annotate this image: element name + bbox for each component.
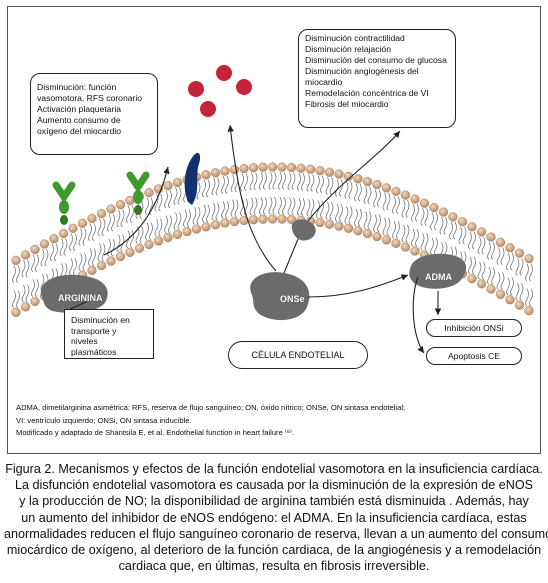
green-receptor-icon [52,181,76,225]
transport-line: transporte y [71,325,117,336]
transport-line: Disminución en [71,315,130,325]
cell-membrane [11,162,534,317]
caption-line: cardiaca que, en últimas, resulta en fib… [118,559,430,574]
cell-label: CÉLULA ENDOTELIAL [228,341,368,369]
caption-line: un aumento del inhibidor de eNOS endógen… [21,510,527,525]
right-effects-line: Disminución relajación [305,44,391,54]
endothelial-diagram [11,65,534,354]
right-effects-line: Disminución del consumo de glucosa [305,55,447,65]
caption-line: Figura 2. Mecanismos y efectos de la fun… [5,462,543,476]
left-effects-line: vasomotora, RFS coronario [37,93,143,103]
pathway-arrows [69,124,442,354]
small-blob [291,219,316,241]
figure-panel: Disminución: función vasomotora, RFS cor… [7,6,541,454]
red-molecules-icon [188,65,252,117]
left-effects-box: Disminución: función vasomotora, RFS cor… [30,73,158,155]
right-effects-line: Disminución angiogénesis del [305,66,419,76]
right-effects-line: Disminución contractilidad [305,33,405,43]
onse-label: ONSe [280,294,305,304]
adma-blob [409,253,467,289]
transport-line: plasmáticos [71,346,117,357]
onse-blob [250,272,310,321]
abbreviations: ADMA, dimetilarginina asimétrica; RFS, r… [16,402,536,440]
left-effects-line: Activación plaquetaria [37,104,122,114]
caption-line: anormalidades reducen el flujo sanguíneo… [4,526,548,541]
abbreviations-line: Modificado y adaptado de Shantsila E, et… [16,428,294,437]
inhibicion-onsi-label: Inhibición ONSi [426,319,522,337]
right-effects-line: Fibrosis del miocardio [305,99,389,109]
adma-label: ADMA [425,272,452,282]
caption-line: y la producción de NO; la disponibilidad… [19,494,529,509]
left-effects-line: Disminución: función [37,82,117,92]
right-effects-line: miocardio [305,77,343,87]
figure-caption: Figura 2. Mecanismos y efectos de la fun… [4,461,548,574]
abbreviations-line: VI: ventrículo izquierdo; ONSi, ON sinta… [16,415,192,425]
arginina-label: ARGININA [58,293,103,303]
caption-line: miocárdico de oxígeno, al deterioro de l… [6,543,542,558]
arginina-blob [40,274,108,313]
right-effects-line: Remodelación concéntrica de VI [305,88,429,98]
left-effects-line: oxígeno del miocardio [37,126,122,136]
abbreviations-line: ADMA, dimetilarginina asimétrica; RFS, r… [16,403,406,412]
right-effects-box: Disminución contractilidad Disminución r… [298,29,456,128]
blue-receptor-icon [184,152,201,205]
left-effects-line: Aumento consumo de [37,115,121,125]
caption-line: La disfunción endotelial vasomotora es c… [14,478,534,493]
apoptosis-label: Apoptosis CE [426,347,522,365]
transport-box: Disminución en transporte y niveles plas… [64,309,154,359]
transport-line: niveles [71,336,98,346]
green-receptor-icon [126,171,150,215]
